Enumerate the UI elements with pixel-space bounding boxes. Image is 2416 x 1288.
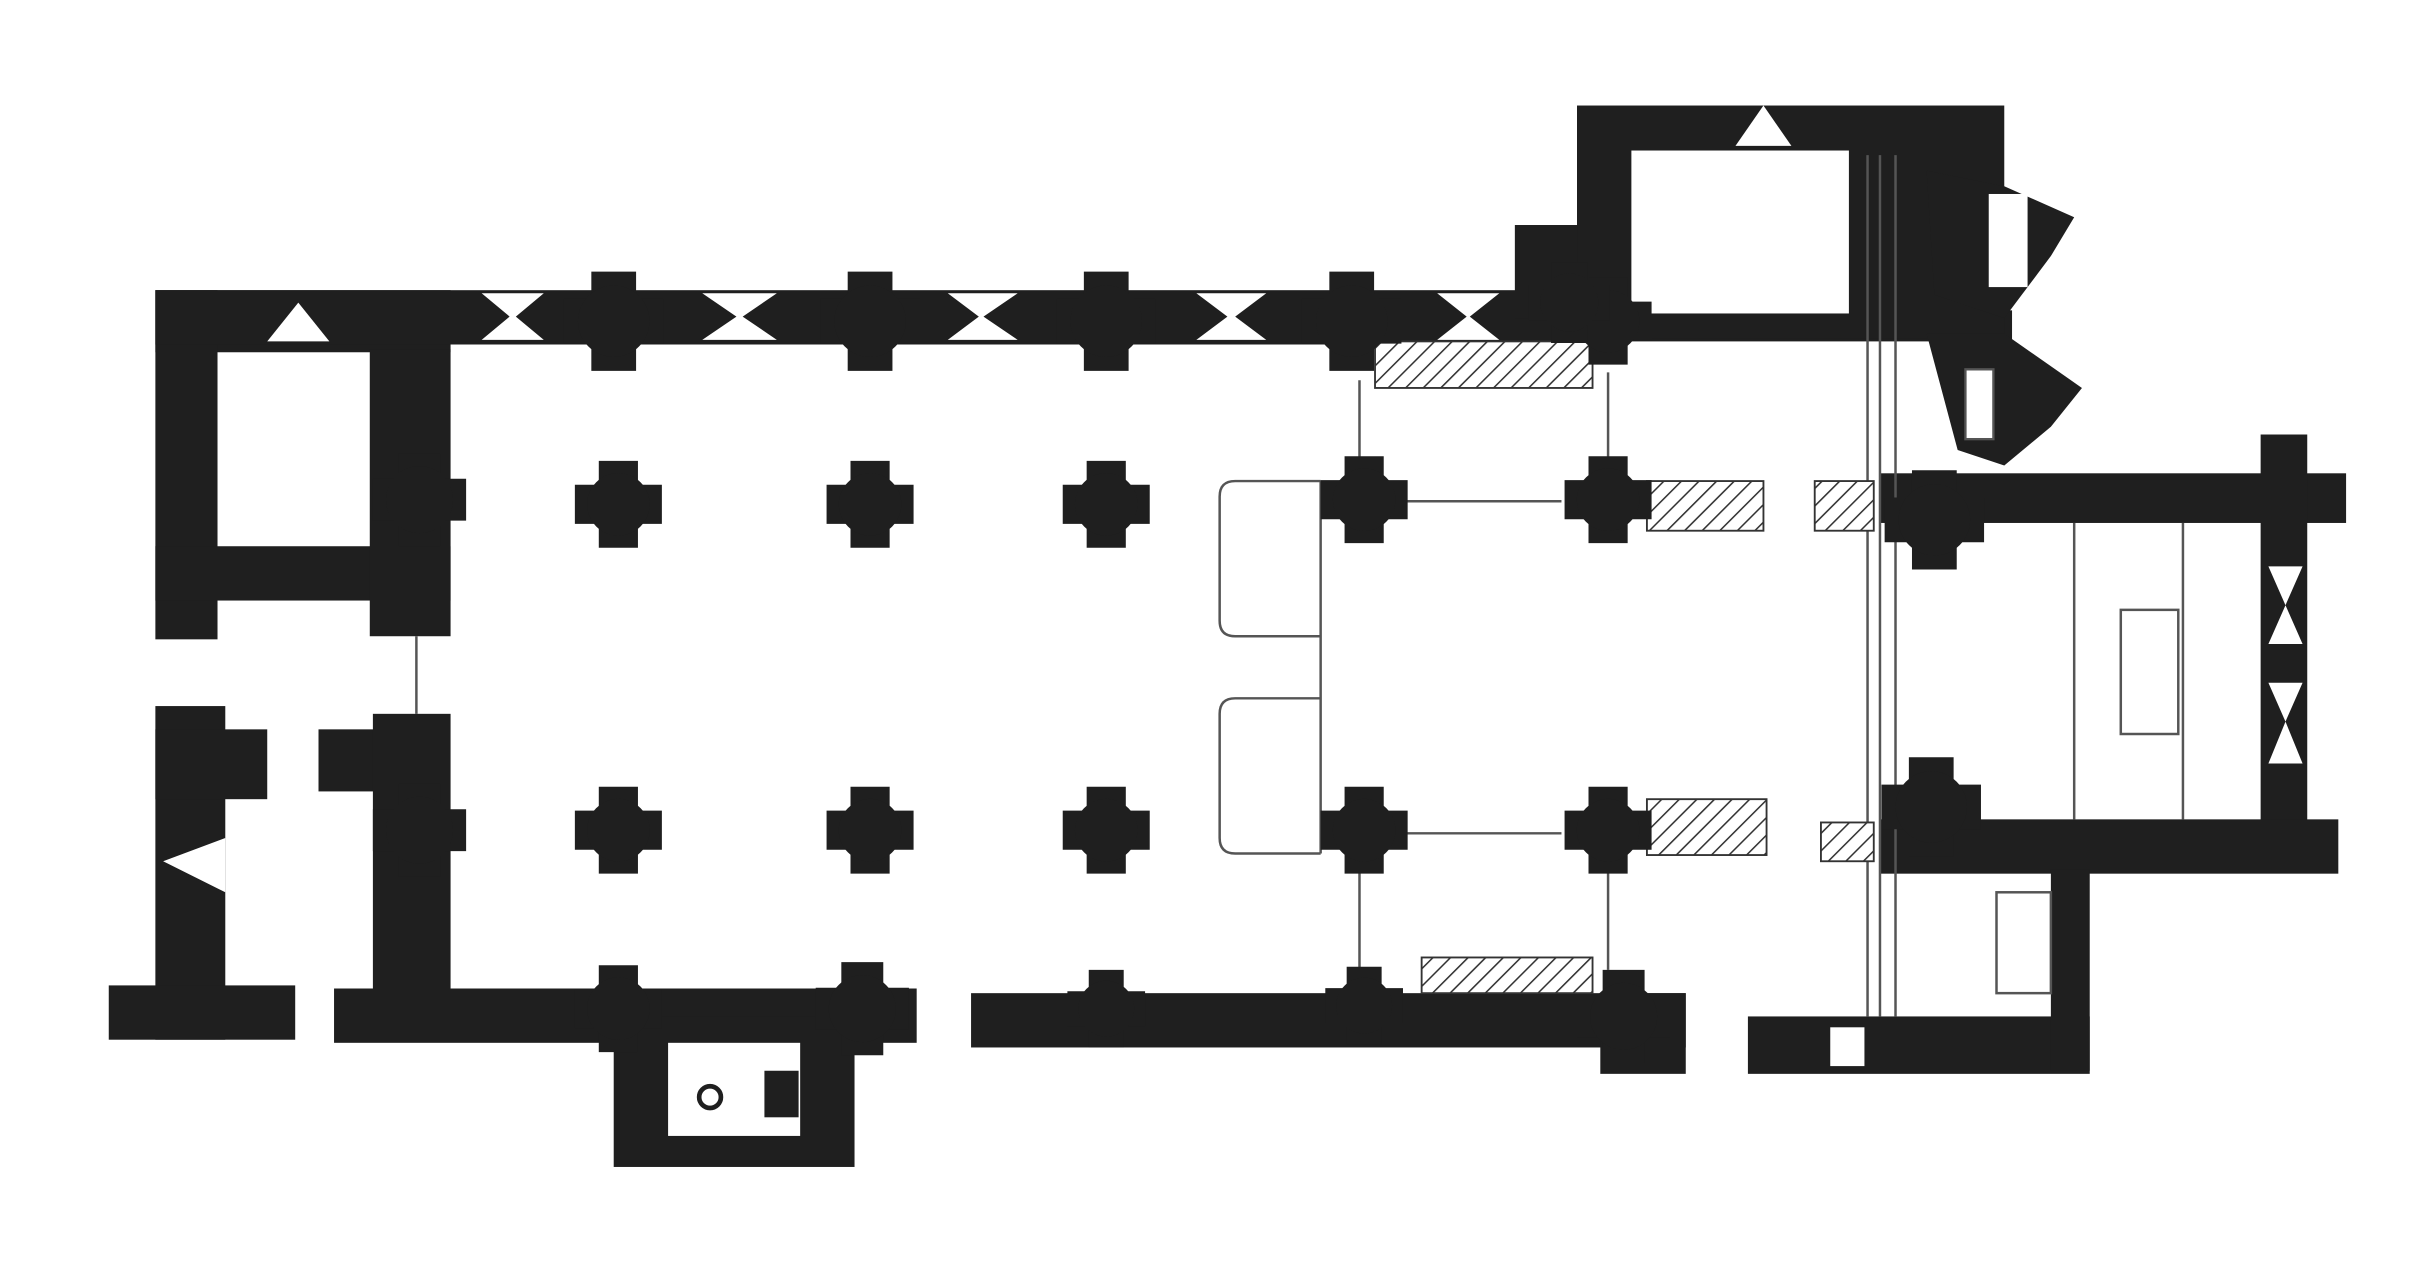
pier-core — [1315, 285, 1388, 357]
hatched-bench — [1645, 798, 1768, 856]
south-wall — [334, 988, 1686, 1167]
pier-core — [587, 798, 650, 862]
porch-bench — [764, 1070, 799, 1118]
pier-core — [828, 975, 896, 1043]
hatched-bench — [1820, 821, 1875, 863]
pier-core — [1332, 798, 1396, 862]
pier-core — [1074, 473, 1138, 536]
pier-core — [385, 466, 454, 534]
hatched-bench — [1374, 340, 1594, 389]
pier-core — [838, 798, 902, 862]
choir-lines — [415, 155, 1897, 1017]
piers — [372, 262, 1985, 1063]
pier-core — [1590, 982, 1658, 1050]
pier-core — [587, 473, 650, 536]
pier-core — [1895, 771, 1968, 843]
pier-core — [1074, 798, 1138, 862]
sacristy-triangle — [1735, 105, 1792, 146]
hatched-bench — [1813, 480, 1875, 532]
pier-core — [1540, 273, 1599, 332]
window — [702, 293, 777, 340]
window — [1196, 293, 1267, 340]
choir-stall — [1218, 479, 1321, 638]
pier-core — [1898, 484, 1971, 556]
hatched-areas — [1374, 340, 1875, 995]
pier-core — [385, 796, 454, 864]
hatched-bench — [1420, 956, 1594, 995]
pier-core — [1336, 977, 1393, 1034]
hatched-bench — [1645, 480, 1765, 532]
southeast-wall — [1747, 869, 2090, 1074]
sacristy — [1514, 105, 2082, 466]
pier-core — [1576, 468, 1640, 531]
pier-core — [1332, 468, 1396, 531]
altar — [2119, 608, 2180, 736]
window — [2268, 682, 2303, 764]
sacristy-interior — [1631, 150, 1849, 314]
font-basin — [696, 1083, 724, 1111]
pier-core — [587, 977, 650, 1040]
window — [2268, 566, 2303, 644]
pier-core — [1078, 980, 1135, 1037]
west-block — [108, 290, 451, 1040]
pier-core — [1576, 798, 1640, 862]
north-entry-triangle — [267, 302, 330, 342]
window — [1437, 293, 1500, 340]
window — [947, 293, 1018, 340]
pier-core — [577, 285, 650, 357]
west-doorway-triangle — [163, 837, 226, 893]
pier-core — [834, 285, 906, 357]
pier-core — [838, 473, 902, 536]
window — [481, 293, 544, 340]
choir-stall — [1218, 697, 1321, 855]
pier-core — [1070, 285, 1143, 357]
